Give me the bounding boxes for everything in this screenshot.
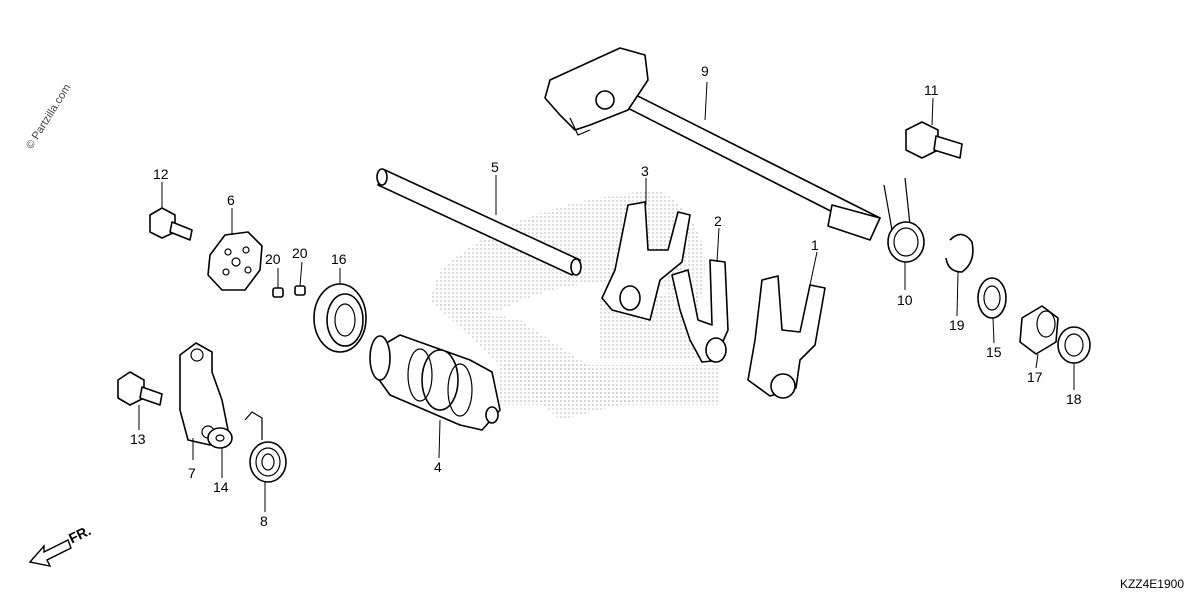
part-washer-15 bbox=[977, 277, 1007, 319]
callout-8: 8 bbox=[260, 513, 268, 529]
callout-5: 5 bbox=[491, 159, 499, 175]
drawing-code: KZZ4E1900 bbox=[1119, 577, 1184, 591]
part-shift-fork-3 bbox=[601, 201, 691, 321]
part-dowel-pin-b bbox=[294, 285, 306, 296]
part-oil-seal bbox=[1057, 326, 1091, 364]
front-direction-arrow bbox=[28, 539, 72, 567]
part-dowel-pin-a bbox=[272, 287, 284, 298]
part-washer-14 bbox=[207, 427, 233, 449]
callout-11: 11 bbox=[924, 82, 939, 98]
callout-1: 1 bbox=[811, 237, 819, 253]
part-fork-shaft bbox=[376, 168, 582, 276]
part-stopper-arm bbox=[179, 342, 229, 446]
part-bearing-16 bbox=[313, 283, 367, 353]
part-spindle-spring bbox=[883, 177, 925, 263]
callout-6: 6 bbox=[227, 192, 235, 208]
callout-14: 14 bbox=[213, 479, 229, 495]
leader-lines bbox=[138, 81, 1075, 512]
part-return-spring bbox=[244, 411, 287, 483]
callout-12: 12 bbox=[153, 166, 169, 182]
callout-15: 15 bbox=[986, 344, 1002, 360]
callout-10: 10 bbox=[897, 292, 913, 308]
part-shift-fork-2 bbox=[671, 259, 729, 363]
part-needle-bearing bbox=[1019, 305, 1059, 355]
callout-13: 13 bbox=[130, 431, 146, 447]
part-bolt-13 bbox=[117, 371, 163, 406]
callout-4: 4 bbox=[434, 459, 442, 475]
callout-9: 9 bbox=[701, 63, 709, 79]
part-shift-drum bbox=[369, 334, 501, 431]
part-circlip bbox=[945, 233, 974, 273]
part-shift-fork-1 bbox=[747, 275, 826, 399]
callout-17: 17 bbox=[1027, 369, 1043, 385]
part-gearshift-spindle bbox=[544, 47, 881, 241]
part-bolt-11 bbox=[905, 121, 963, 159]
callout-18: 18 bbox=[1066, 391, 1082, 407]
callout-20b: 20 bbox=[292, 245, 308, 261]
part-drum-center bbox=[207, 231, 263, 291]
callout-2: 2 bbox=[714, 213, 722, 229]
callout-20a: 20 bbox=[265, 251, 281, 267]
callout-19: 19 bbox=[949, 317, 965, 333]
callout-16: 16 bbox=[331, 251, 347, 267]
callout-3: 3 bbox=[641, 163, 649, 179]
part-bolt-12 bbox=[149, 207, 193, 241]
callout-7: 7 bbox=[188, 465, 196, 481]
